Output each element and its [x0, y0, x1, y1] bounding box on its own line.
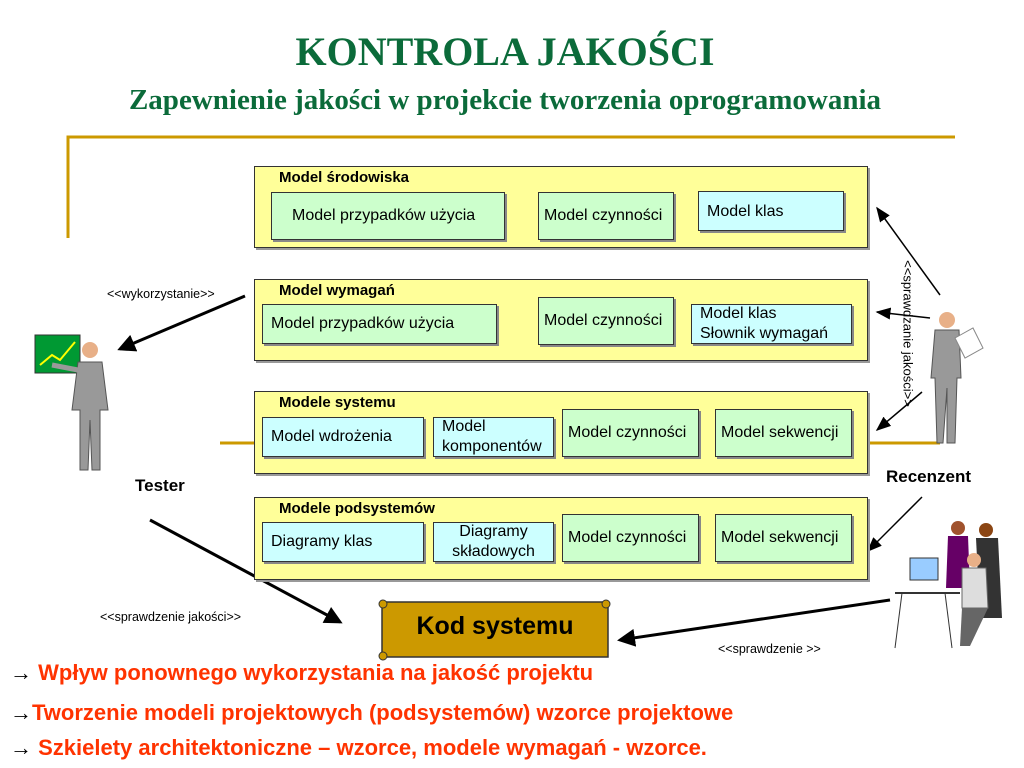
band-requirements-model: Model wymagań Model przypadków użycia Mo…: [254, 279, 868, 361]
deployment-model-box: Model wdrożenia: [262, 417, 424, 457]
component-model-line2: komponentów: [442, 438, 542, 455]
sequence-model-box: Model sekwencji: [715, 514, 852, 562]
check-label: <<sprawdzenie >>: [718, 642, 821, 656]
activity-model-box: Model czynności: [538, 297, 674, 345]
accent-line-top: [66, 135, 955, 238]
team-at-computer-icon: [894, 521, 1002, 649]
reuse-label: <<wykorzystanie>>: [107, 287, 215, 301]
arrow-icon: →: [10, 735, 32, 760]
review-arrow-1: [876, 206, 941, 296]
activity-model-box: Model czynności: [562, 409, 699, 457]
slide-subtitle: Zapewnienie jakości w projekcie tworzeni…: [128, 84, 882, 116]
tester-label: Tester: [135, 476, 185, 495]
band-title: Modele systemu: [279, 394, 396, 411]
band-title: Model środowiska: [279, 169, 410, 186]
reuse-arrow: [117, 294, 246, 352]
bullet-text: Wpływ ponownego wykorzystania na jakość …: [38, 660, 594, 685]
band-title: Modele podsystemów: [279, 500, 435, 517]
class-model-box: Model klas: [698, 191, 844, 231]
review-arrow-3: [875, 391, 923, 431]
component-diagrams-box: Diagramy składowych: [433, 522, 554, 562]
class-model-glossary-box: Model klas Słownik wymagań: [691, 304, 852, 344]
review-arrow-4: [866, 496, 923, 553]
bullet-text: Tworzenie modeli projektowych (podsystem…: [32, 700, 734, 725]
component-model-box: Model komponentów: [433, 417, 554, 457]
activity-model-box: Model czynności: [538, 192, 674, 240]
component-diagrams-line1: Diagramy: [459, 523, 528, 540]
bullet-item: → Szkielety architektoniczne – wzorce, m…: [10, 735, 707, 761]
bullet-item: → Wpływ ponownego wykorzystania na jakoś…: [10, 660, 593, 686]
band-system-models: Modele systemu Model wdrożenia Model kom…: [254, 391, 868, 474]
bullet-text: Szkielety architektoniczne – wzorce, mod…: [38, 735, 707, 760]
activity-model-box: Model czynności: [562, 514, 699, 562]
sequence-model-box: Model sekwencji: [715, 409, 852, 457]
bullet-item: →Tworzenie modeli projektowych (podsyste…: [10, 700, 733, 726]
review-arrow-2: [875, 307, 931, 320]
check-arrow: [617, 598, 891, 647]
slide-title: KONTROLA JAKOŚCI: [295, 29, 715, 74]
component-diagrams-line2: składowych: [452, 543, 535, 560]
component-model-line1: Model: [442, 418, 486, 435]
reviewer-label: Recenzent: [886, 467, 972, 486]
class-diagrams-box: Diagramy klas: [262, 522, 424, 562]
band-subsystem-models: Modele podsystemów Diagramy klas Diagram…: [254, 497, 868, 580]
class-model-label: Model klas: [700, 305, 777, 322]
quality-check-label: <<sprawdzenie jakości>>: [100, 610, 242, 624]
tester-figure-icon: [34, 334, 109, 471]
glossary-label: Słownik wymagań: [700, 325, 829, 342]
quality-check-arrow: [149, 518, 343, 624]
reviewer-figure-icon: [930, 312, 984, 444]
use-case-model-box: Model przypadków użycia: [262, 304, 497, 344]
arrow-icon: →: [10, 700, 32, 725]
use-case-model-box: Model przypadków użycia: [271, 192, 505, 240]
arrow-icon: →: [10, 660, 32, 685]
band-environment-model: Model środowiska Model przypadków użycia…: [254, 166, 868, 248]
quality-review-label: <<sprawdzanie jakości>>: [900, 260, 916, 407]
system-code-label: Kod systemu: [416, 612, 574, 640]
scroll-shape: [378, 599, 611, 661]
band-title: Model wymagań: [279, 282, 395, 299]
